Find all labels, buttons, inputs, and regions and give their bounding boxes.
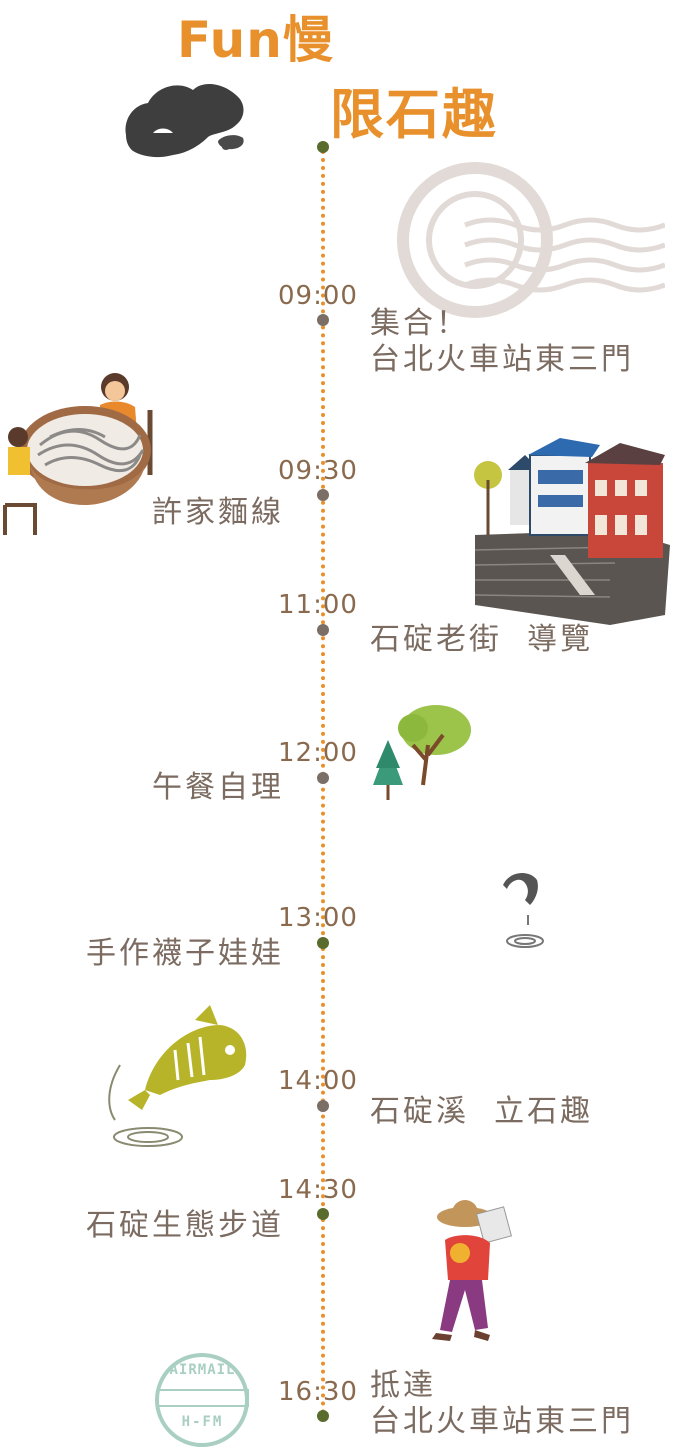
event-line: 抵達 [370, 1368, 436, 1403]
event-line: 石碇老街 導覽 [370, 622, 594, 657]
time-label: 13:00 [278, 903, 358, 933]
timeline-dot [317, 1208, 329, 1220]
timeline-dot [317, 937, 329, 949]
timeline-dot [317, 772, 329, 784]
event-line: 手作襪子娃娃 [86, 936, 284, 971]
hiker-illustration [432, 1200, 513, 1341]
old-street-illustration [474, 438, 670, 625]
event-line: 集合！ [370, 306, 469, 341]
timeline-dot [317, 1100, 329, 1112]
small-fish-illustration [503, 873, 544, 948]
timeline-dot [317, 624, 329, 636]
time-label: 16:30 [278, 1377, 358, 1407]
timeline-start-dot [317, 141, 329, 153]
event-line: 石碇溪 立石趣 [370, 1094, 594, 1129]
event-label: 集合！ 台北火車站東三門 [370, 306, 634, 378]
airmail-stamp-top-text: AIRMAIL [169, 1362, 236, 1378]
event-label: 石碇溪 立石趣 [370, 1094, 593, 1130]
event-label: 許家麵線 [152, 495, 284, 531]
event-line: 午餐自理 [152, 770, 284, 805]
trees-illustration [373, 705, 471, 800]
event-label: 石碇生態步道 [86, 1208, 284, 1244]
time-label: 09:00 [278, 281, 358, 311]
event-line: 台北火車站東三門 [370, 342, 634, 377]
timeline-dot [317, 489, 329, 501]
postmark-illustration [397, 162, 665, 318]
time-label: 11:00 [278, 590, 358, 620]
event-label: 午餐自理 [152, 770, 284, 806]
airmail-stamp-bottom-text: H-FM [181, 1414, 224, 1430]
airmail-stamp-illustration [155, 1353, 249, 1447]
event-label: 抵達 台北火車站東三門 [370, 1368, 634, 1440]
fish-illustration [108, 1005, 247, 1147]
event-line: 石碇生態步道 [86, 1208, 284, 1243]
time-label: 14:30 [278, 1175, 358, 1205]
title-line-1: Fun慢 [177, 11, 334, 69]
time-label: 09:30 [278, 456, 358, 486]
time-label: 14:00 [278, 1066, 358, 1096]
rock-illustration [125, 83, 244, 158]
event-line: 許家麵線 [152, 495, 284, 530]
time-label: 12:00 [278, 738, 358, 768]
event-label: 石碇老街 導覽 [370, 622, 593, 658]
event-line: 台北火車站東三門 [370, 1404, 634, 1439]
noodle-making-illustration [3, 373, 153, 535]
timeline-end-dot [317, 1410, 329, 1422]
timeline-dot [317, 314, 329, 326]
event-label: 手作襪子娃娃 [86, 936, 284, 972]
title-line-2: 限石趣 [330, 83, 498, 146]
